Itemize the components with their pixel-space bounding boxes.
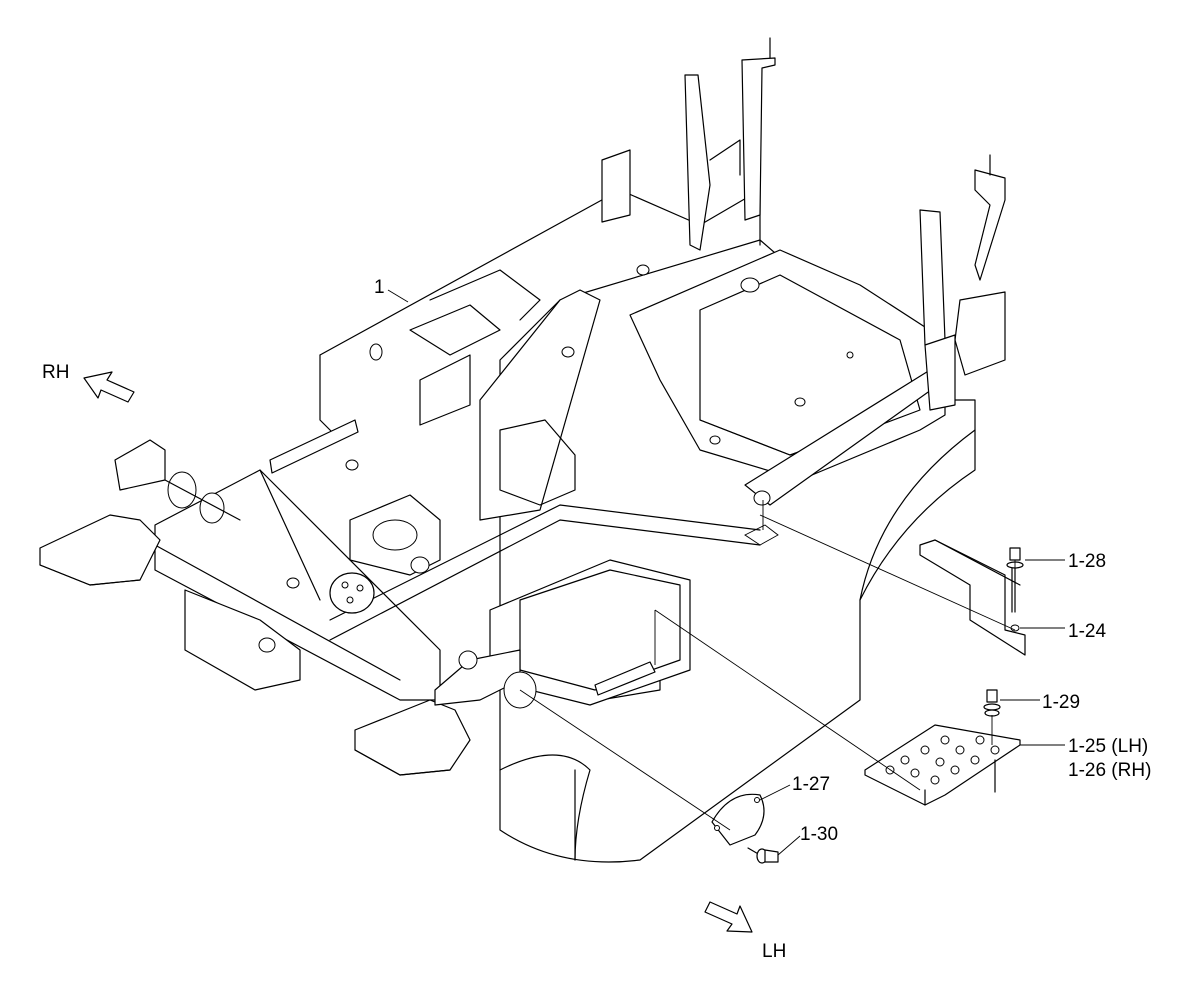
- part-label-1-28: 1-28: [1068, 551, 1106, 572]
- part-label-1-27: 1-27: [792, 774, 830, 795]
- part-label-1-29: 1-29: [1042, 692, 1080, 713]
- part-label-1-26: 1-26 (RH): [1068, 760, 1151, 781]
- part-label-1: 1: [374, 277, 385, 298]
- rh-arrow-icon: [83, 371, 135, 403]
- step-plate-part-1-25: [864, 724, 1021, 806]
- rh-direction-label: RH: [42, 362, 69, 383]
- part-label-1-25: 1-25 (LH): [1068, 736, 1148, 757]
- bolt-part-1-29: [983, 689, 1001, 717]
- bolt-part-1-30: [747, 847, 779, 864]
- bracket-part-1-24: [919, 539, 1026, 656]
- assembly-lines: [519, 500, 1016, 831]
- lh-direction-label: LH: [762, 941, 786, 962]
- part-label-1-24: 1-24: [1068, 621, 1106, 642]
- cover-part-1-27: [711, 793, 765, 846]
- lh-arrow-icon: [704, 901, 753, 933]
- label-leaders: [387, 289, 1065, 856]
- main-frame-drawing: [39, 37, 1006, 863]
- part-label-1-30: 1-30: [800, 824, 838, 845]
